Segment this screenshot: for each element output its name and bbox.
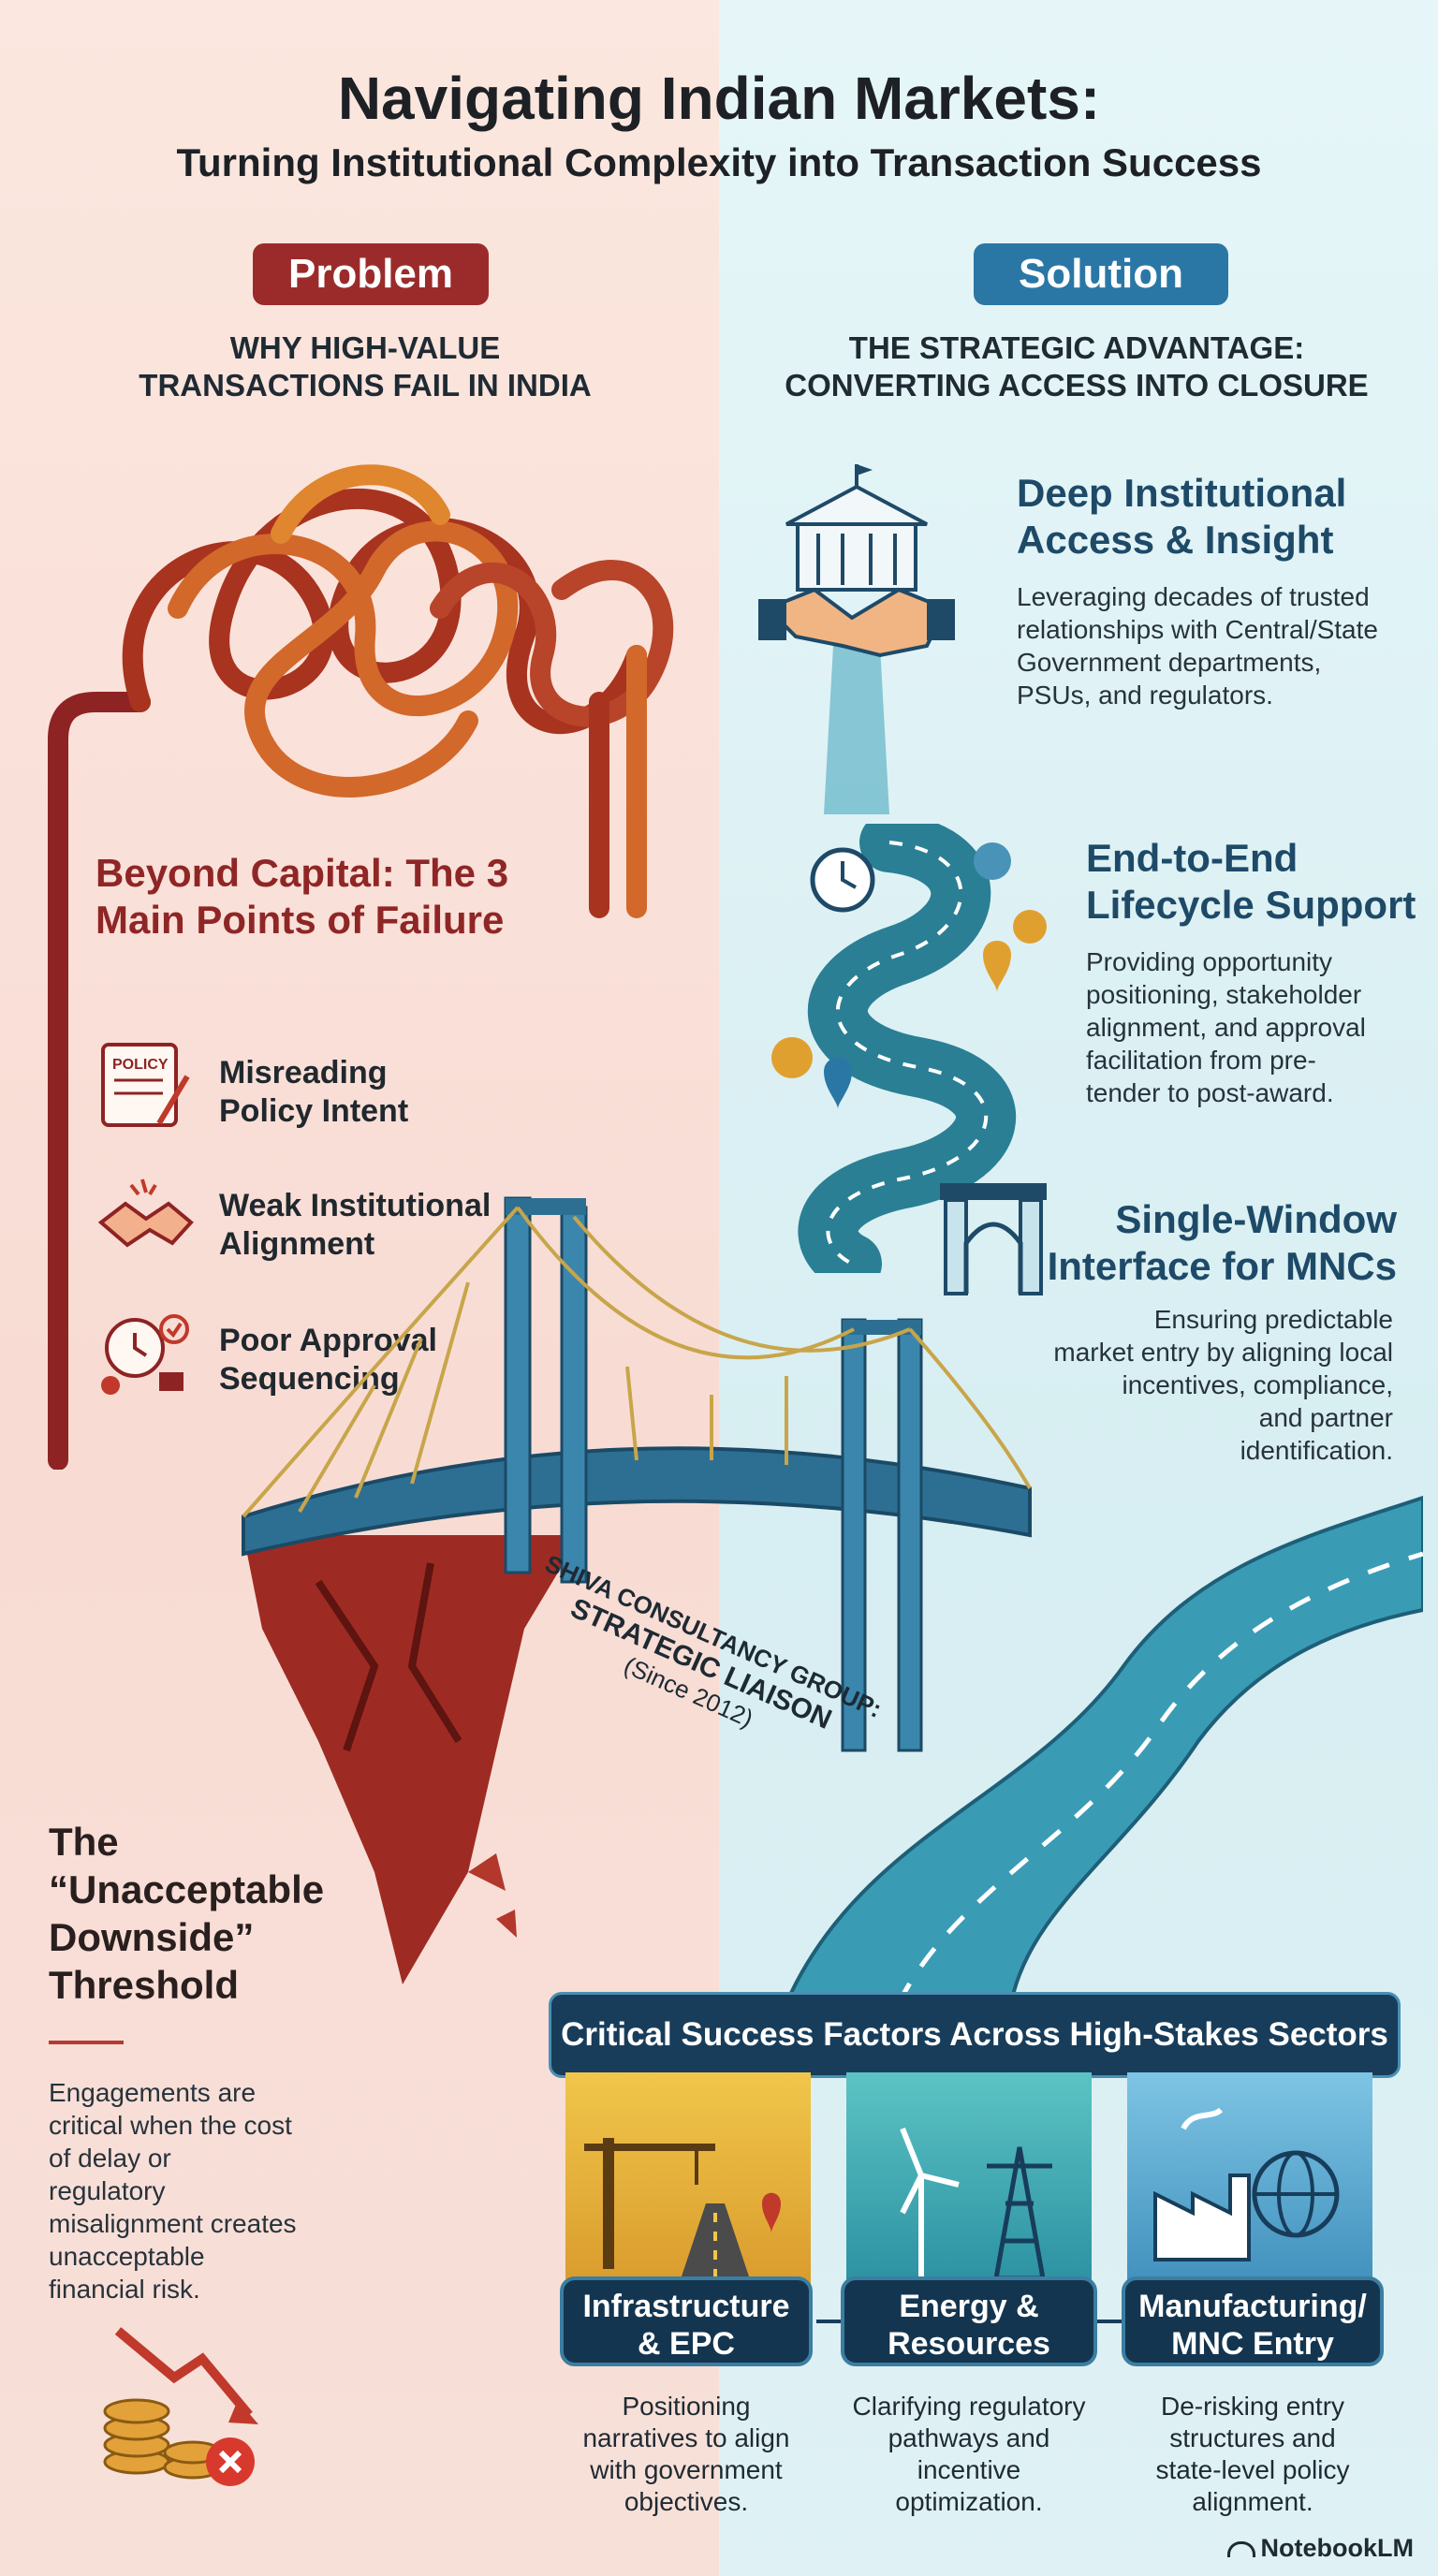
sector-desc-energy: Clarifying regulatory pathways and incen… [852,2392,1086,2516]
gateway-icon [940,1183,1047,1295]
page-title: Navigating Indian Markets: [337,65,1101,132]
solution-item-3-body: Ensuring predictable market entry by ali… [1053,1305,1393,1465]
sector-panel-manufacturing [1127,2072,1372,2293]
sector-panel-infrastructure [565,2072,811,2293]
sector-desc-manufacturing: De-risking entry structures and state-le… [1155,2392,1350,2516]
crane-road-icon [584,2138,781,2288]
wind-tower-icon [900,2127,1052,2281]
critical-success-factors-bar: Critical Success Factors Across High-Sta… [549,1992,1401,2078]
sector-connector [1097,2320,1122,2323]
policy-document-icon: POLICY [94,1039,206,1133]
failure-title: Beyond Capital: The 3 Main Points of Fai… [95,851,509,942]
sector-desc-infrastructure: Positioning narratives to align with gov… [582,2392,790,2516]
sector-label-infrastructure: Infrastructure & EPC [560,2276,813,2366]
solution-badge: Solution [974,243,1228,305]
threshold-body: Engagements are critical when the cost o… [49,2078,297,2304]
broken-handshake-icon [94,1176,206,1260]
approval-clock-icon [94,1307,206,1400]
page-subtitle: Turning Institutional Complexity into Tr… [176,140,1262,184]
sector-connector [816,2320,841,2323]
government-handshake-icon [758,464,955,814]
solution-item-2-body: Providing opportunity positioning, stake… [1086,947,1366,1107]
threshold-divider [49,2041,124,2044]
notebooklm-logo-icon [1226,2541,1255,2558]
sector-label-manufacturing: Manufacturing/ MNC Entry [1122,2276,1384,2366]
financial-loss-icon [103,2327,258,2486]
problem-badge: Problem [253,243,489,305]
factory-globe-icon [1153,2107,1340,2261]
sector-label-energy: Energy & Resources [841,2276,1097,2366]
solution-item-1-body: Leveraging decades of trusted relationsh… [1017,582,1378,710]
solution-item-2-title: End-to-End Lifecycle Support [1086,836,1416,927]
brand-label: NotebookLM [1226,2534,1414,2563]
winding-road-icon [771,824,1047,1273]
solution-item-1-title: Deep Institutional Access & Insight [1017,471,1347,562]
failure-item-1: Misreading Policy Intent [219,1055,409,1129]
failure-item-2: Weak Institutional Alignment [219,1188,492,1262]
threshold-title: The “Unacceptable Downside” Threshold [49,1820,325,2007]
solution-heading: THE STRATEGIC ADVANTAGE: CONVERTING ACCE… [785,330,1369,402]
sector-panel-energy [846,2072,1092,2293]
problem-heading: WHY HIGH-VALUE TRANSACTIONS FAIL IN INDI… [139,330,592,402]
suspension-bridge-illustration [242,1196,1423,2005]
tangled-knot-icon [48,464,674,1470]
policy-icon-text: POLICY [112,1057,169,1073]
solution-item-3-title: Single-Window Interface for MNCs [1047,1197,1397,1288]
